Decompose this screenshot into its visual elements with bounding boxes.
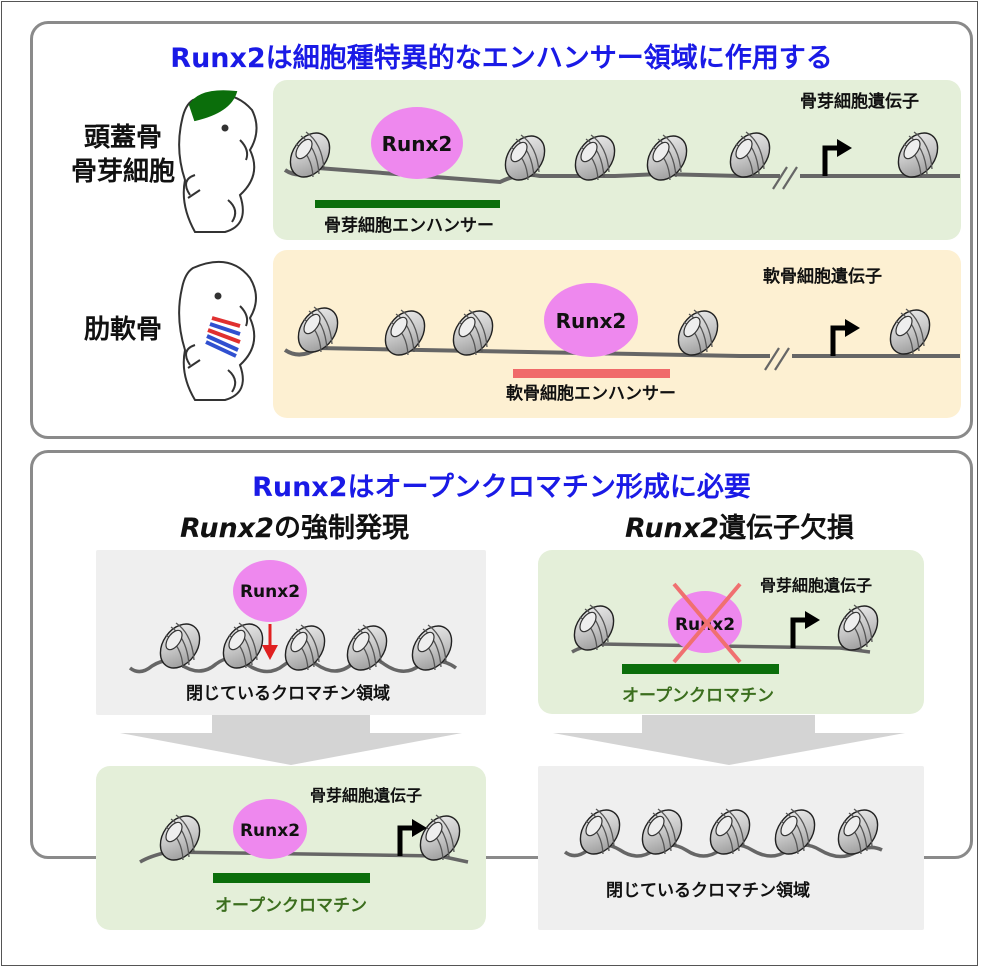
nucleosome-icon	[444, 302, 502, 364]
nucleosome-icon	[829, 801, 887, 863]
enhancer-bar	[513, 369, 670, 378]
left-heading-text: の強制発現	[273, 513, 409, 544]
tss-arrow-icon	[793, 611, 820, 648]
tss-arrow-icon	[825, 139, 852, 176]
runx2-label: Runx2	[556, 309, 627, 333]
left-before-diagram: Runx2 閉じているクロマチン領域	[128, 560, 461, 704]
embryo-rib-icon	[178, 261, 257, 401]
right-heading: Runx2遺伝子欠損	[625, 506, 854, 545]
tissue-label-rib-cartilage: 肋軟骨	[68, 313, 178, 347]
transition-arrow-right	[553, 715, 905, 765]
nucleosome-icon	[214, 615, 272, 677]
gene-label: 骨芽細胞遺伝子	[760, 576, 872, 595]
enhancer-bar	[315, 200, 500, 208]
runx2-label: Runx2	[382, 132, 453, 156]
tissue-label-line-2: 骨芽細胞	[70, 157, 175, 187]
caption: オープンクロマチン	[215, 895, 367, 916]
right-heading-gene: Runx2	[625, 513, 719, 544]
nucleosome-icon	[881, 301, 939, 363]
nucleosome-icon	[151, 615, 209, 677]
nucleosome-icon	[638, 127, 696, 189]
dna-strand	[283, 165, 960, 185]
runx2-protein	[233, 799, 307, 859]
gene-label: 軟骨細胞遺伝子	[763, 266, 882, 287]
row1-chromatin: Runx2 骨芽細胞遺伝子 骨芽細胞エンハンサー	[281, 91, 960, 236]
runx2-label: Runx2	[240, 582, 300, 602]
nucleosome-icon	[633, 801, 691, 863]
nucleosome-icon	[281, 124, 339, 186]
caption: オープンクロマチン	[622, 685, 774, 706]
break-mark-icon	[763, 346, 791, 372]
runx2-label: Runx2	[240, 821, 300, 841]
right-heading-text: 遺伝子欠損	[718, 513, 854, 544]
caption: 閉じているクロマチン領域	[186, 683, 390, 704]
enhancer-bar	[213, 873, 370, 883]
tissue-label-line: 肋軟骨	[83, 315, 162, 345]
nucleosome-icon	[701, 801, 759, 863]
gene-label: 骨芽細胞遺伝子	[800, 91, 919, 112]
runx2-protein	[544, 283, 638, 357]
tissue-label-line-1: 頭蓋骨	[83, 123, 162, 153]
deletion-cross-icon	[672, 582, 742, 664]
left-after-diagram: Runx2 骨芽細胞遺伝子 オープンクロマチン	[139, 786, 469, 916]
right-before-diagram: Runx2 骨芽細胞遺伝子 オープンクロマチン	[565, 576, 887, 706]
enhancer-label: 軟骨細胞エンハンサー	[506, 383, 676, 404]
tss-arrow-icon	[833, 319, 860, 356]
enhancer-bar	[622, 664, 779, 674]
dna-strand	[283, 345, 960, 358]
left-heading: Runx2の強制発現	[180, 506, 409, 545]
runx2-protein	[233, 560, 307, 622]
nucleosome-icon	[565, 597, 623, 659]
gene-label: 骨芽細胞遺伝子	[310, 786, 422, 805]
top-panel-title: Runx2は細胞種特異的なエンハンサー領域に作用する	[170, 43, 833, 74]
nucleosome-icon	[766, 801, 824, 863]
nucleosome-icon	[376, 302, 434, 364]
nucleosome-icon	[151, 807, 209, 869]
transition-arrow-left	[120, 715, 462, 765]
tissue-label-skull-osteoblast: 頭蓋骨 骨芽細胞	[68, 121, 178, 189]
left-heading-gene: Runx2	[180, 513, 274, 544]
enhancer-label: 骨芽細胞エンハンサー	[324, 215, 494, 236]
binding-arrow-head	[262, 645, 278, 660]
row2-chromatin: Runx2 軟骨細胞遺伝子 軟骨細胞エンハンサー	[283, 266, 960, 404]
nucleosome-icon	[289, 299, 347, 361]
runx2-protein	[371, 107, 463, 179]
embryo-skull-icon	[178, 90, 258, 233]
bottom-panel-title: Runx2はオープンクロマチン形成に必要	[252, 472, 751, 503]
nucleosome-icon	[566, 127, 624, 189]
right-after-diagram: 閉じているクロマチン領域	[563, 801, 887, 901]
caption: 閉じているクロマチン領域	[606, 880, 810, 901]
